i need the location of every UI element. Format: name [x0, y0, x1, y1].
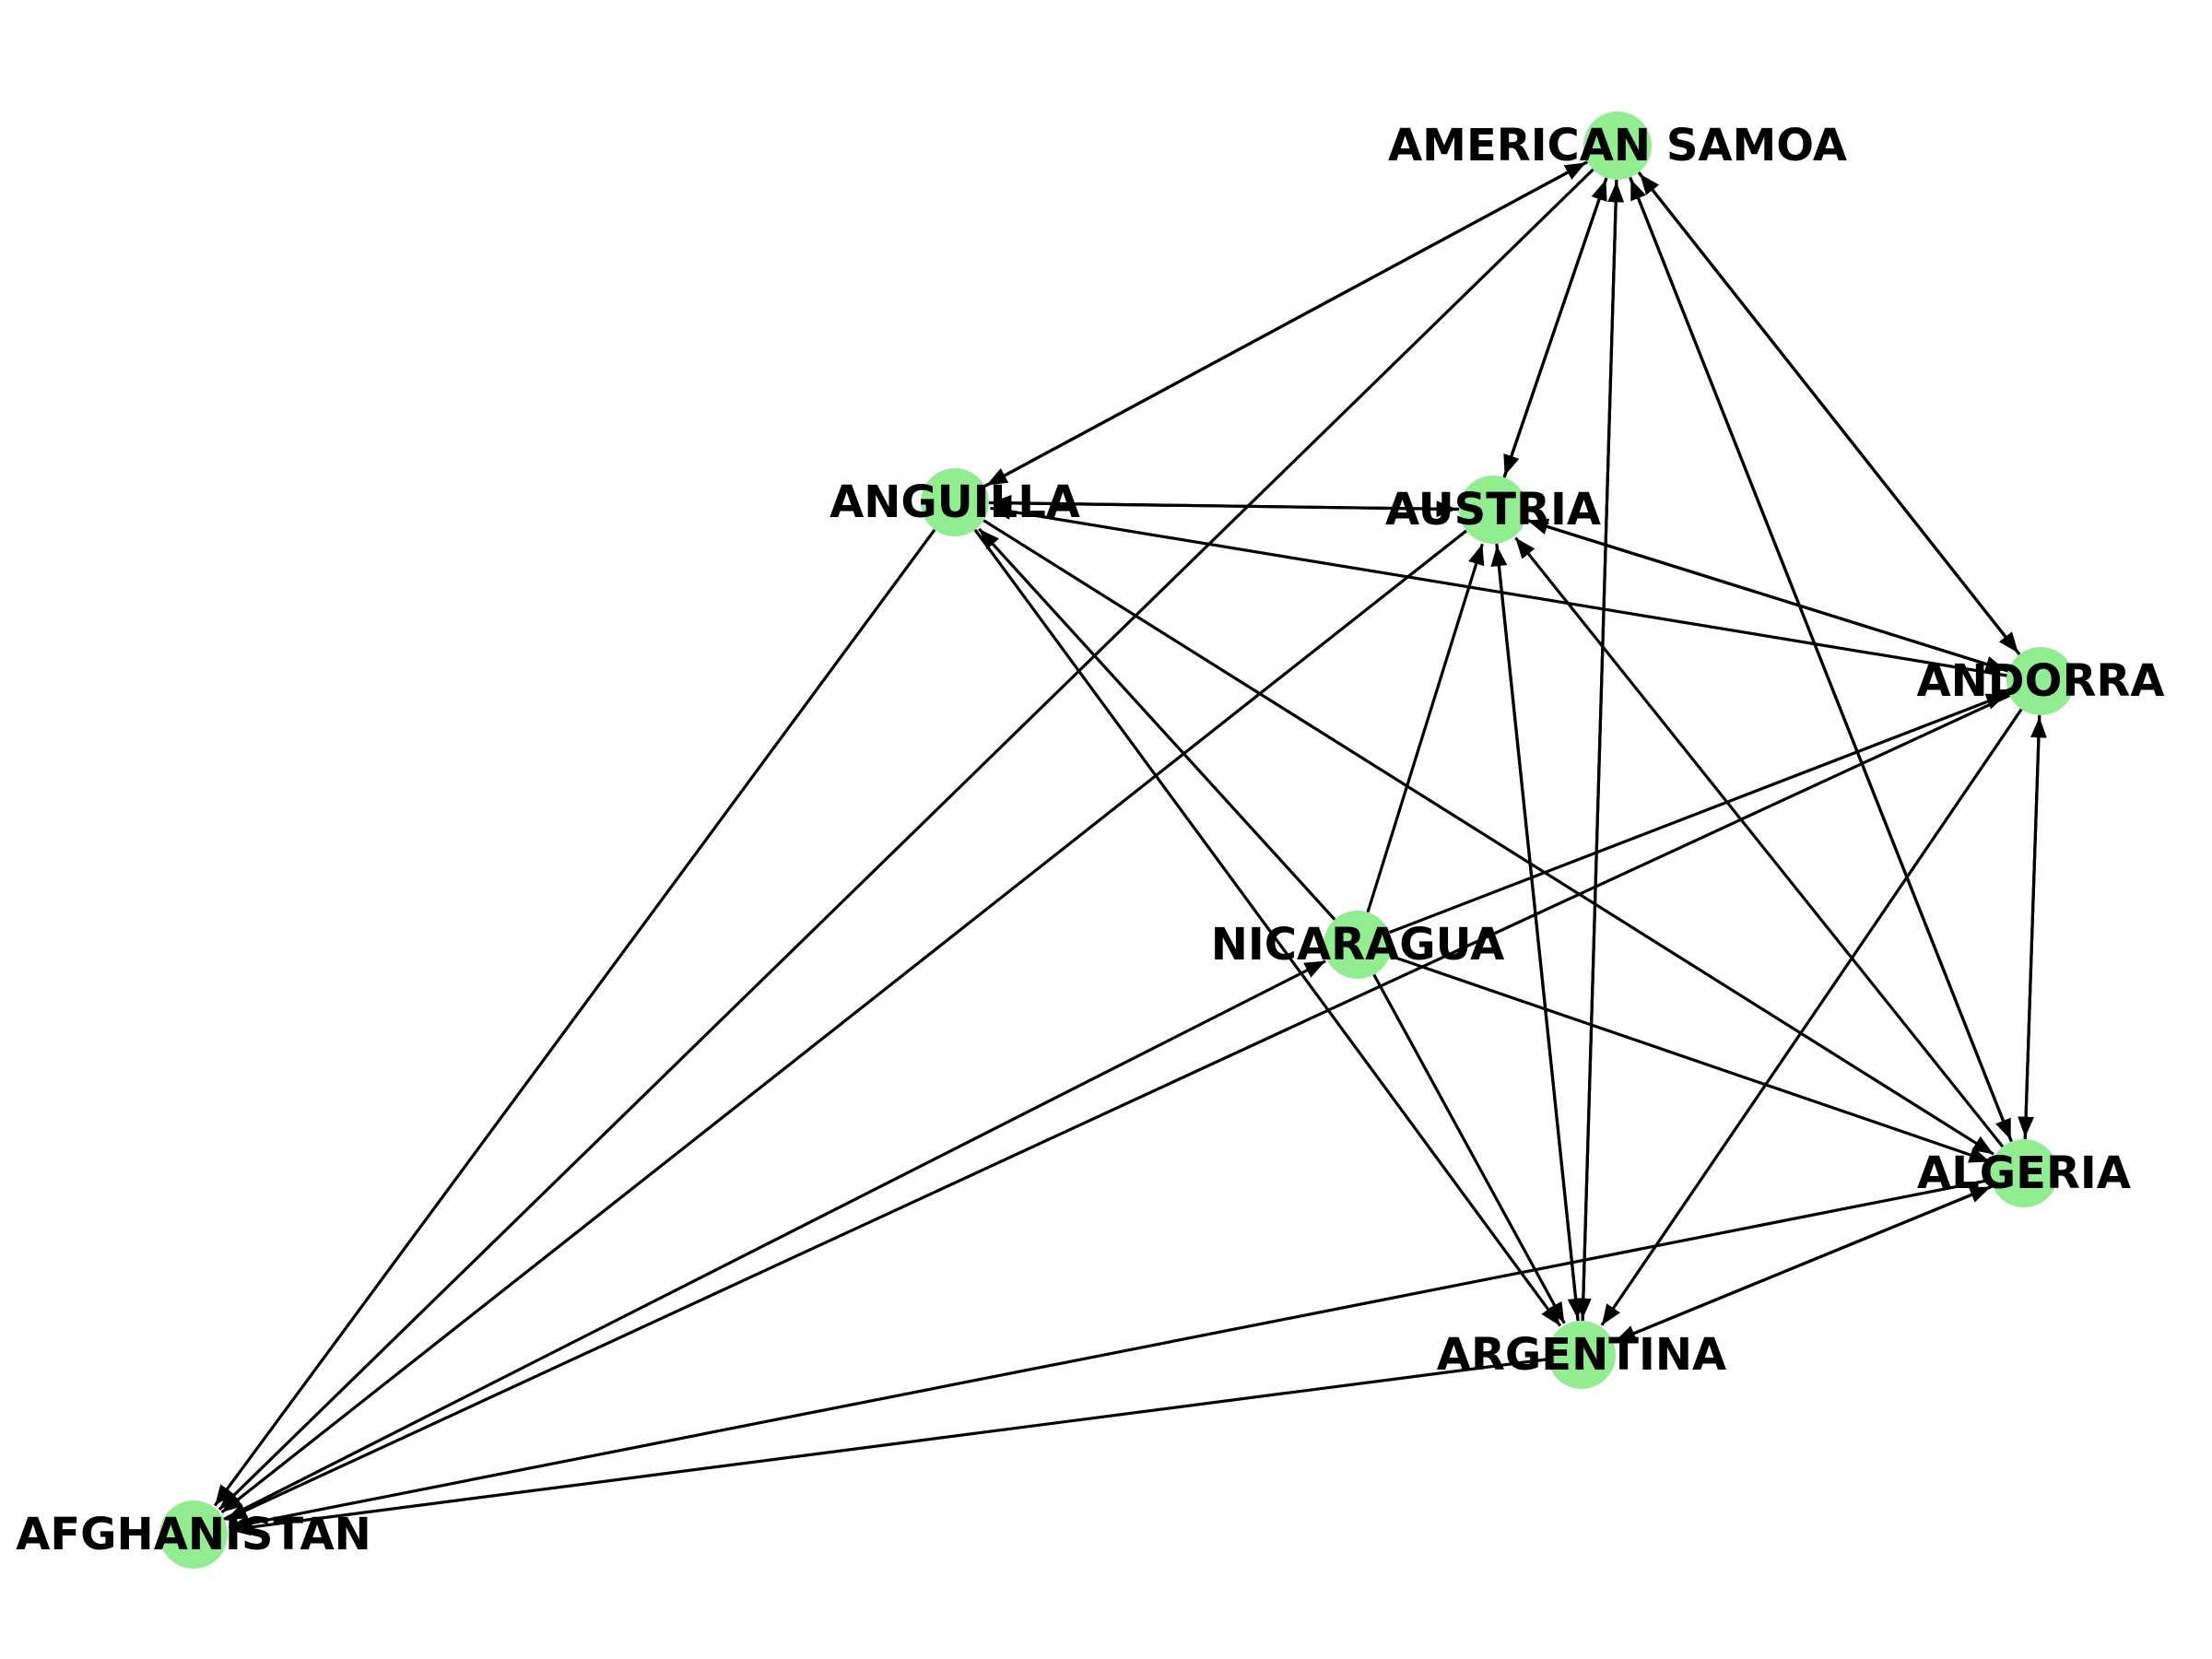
edge-andorra-to-austria: [1526, 518, 2009, 673]
edge-anguilla-to-argentina: [973, 528, 1562, 1327]
node-label-algeria: ALGERIA: [1917, 1147, 2131, 1199]
edge-andorra-to-afghanistan: [225, 694, 2011, 1522]
node-austria[interactable]: [1459, 476, 1527, 544]
edge-algeria-to-argentina: [1614, 1184, 1994, 1343]
node-american_samoa[interactable]: [1583, 112, 1652, 180]
edge-argentina-to-austria: [1490, 545, 1580, 1322]
edge-algeria-to-andorra: [2023, 716, 2047, 1140]
node-afghanistan[interactable]: [159, 1500, 228, 1569]
edge-algeria-to-american_samoa: [1629, 178, 2013, 1143]
edge-algeria-to-afghanistan: [228, 1178, 1992, 1532]
edge-nicaragua-to-andorra: [1388, 692, 2008, 935]
edges: [213, 160, 2047, 1536]
edge-nicaragua-to-algeria: [1389, 954, 1991, 1163]
edge-algeria-to-austria: [1514, 536, 2005, 1148]
node-label-american_samoa: AMERICAN SAMOA: [1388, 120, 1847, 171]
edge-anguilla-to-american_samoa: [983, 161, 1587, 488]
node-nicaragua[interactable]: [1324, 911, 1392, 979]
node-label-andorra: ANDORRA: [1916, 655, 2164, 707]
edge-anguilla-to-afghanistan: [213, 528, 936, 1507]
edge-nicaragua-to-argentina: [1372, 973, 1566, 1324]
edge-andorra-to-argentina: [1600, 708, 2023, 1326]
edge-argentina-to-afghanistan: [229, 1358, 1548, 1536]
edge-nicaragua-to-anguilla: [978, 527, 1336, 921]
node-label-anguilla: ANGUILLA: [830, 477, 1080, 528]
nodes: [159, 112, 2075, 1569]
edge-austria-to-american_samoa: [1502, 179, 1607, 478]
edge-nicaragua-to-austria: [1366, 543, 1485, 913]
edge-austria-to-anguilla: [990, 494, 1460, 512]
edge-austria-to-afghanistan: [220, 529, 1467, 1514]
node-label-argentina: ARGENTINA: [1437, 1329, 1726, 1381]
edge-andorra-to-american_samoa: [1638, 172, 2021, 655]
edge-american_samoa-to-afghanistan: [218, 168, 1594, 1511]
node-label-afghanistan: AFGHANISTAN: [16, 1509, 371, 1560]
node-labels: AMERICAN SAMOA ANGUILLA AUSTRIA ANDORRA NICA…: [16, 120, 2164, 1560]
node-anguilla[interactable]: [921, 468, 989, 536]
edge-argentina-to-american_samoa: [1581, 181, 1625, 1322]
node-label-austria: AUSTRIA: [1385, 484, 1601, 535]
node-andorra[interactable]: [2006, 647, 2075, 715]
node-label-nicaragua: NICARAGUA: [1211, 919, 1505, 971]
node-algeria[interactable]: [1990, 1139, 2058, 1207]
edge-afghanistan-to-nicaragua: [223, 959, 1326, 1521]
edge-anguilla-to-algeria: [982, 519, 1994, 1156]
node-argentina[interactable]: [1547, 1321, 1616, 1389]
edge-andorra-to-anguilla: [990, 503, 2007, 677]
